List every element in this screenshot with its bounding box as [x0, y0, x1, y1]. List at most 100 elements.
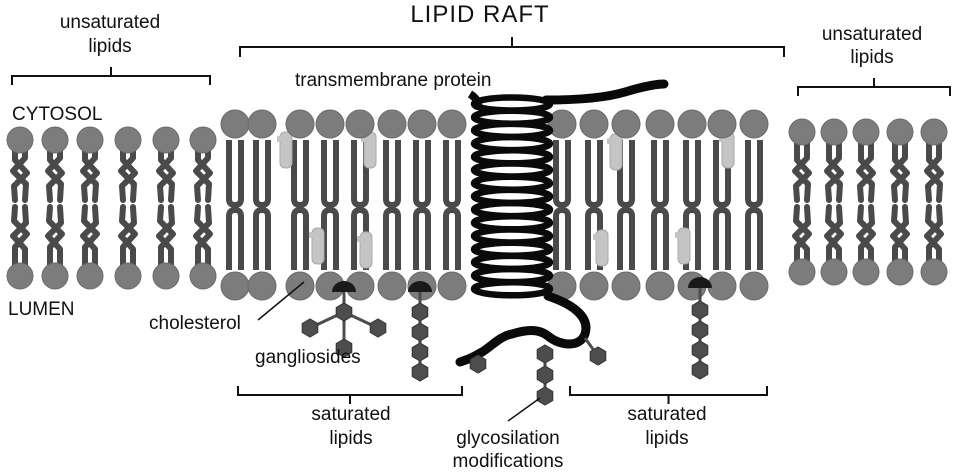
phospholipid-head — [6, 262, 34, 290]
unsaturated-tail — [193, 204, 212, 269]
unsaturated-tail — [81, 138, 100, 203]
protein-luminal-tail — [455, 291, 591, 367]
label-gangliosides: gangliosides — [255, 347, 361, 368]
glycosilation-pointer — [507, 397, 541, 422]
unsaturated-tail — [825, 138, 844, 203]
phospholipid-head — [189, 262, 217, 290]
saturated-tail-upper — [383, 140, 401, 208]
phospholipid-head — [76, 262, 104, 290]
cholesterol — [609, 133, 623, 171]
label-lipids-left: lipids — [88, 36, 132, 57]
saturated-tail-lower — [713, 207, 731, 270]
unsaturated-tail — [793, 204, 812, 269]
phospholipid-head — [114, 126, 142, 154]
sugar-chains — [301, 277, 712, 406]
sugar-hexagon — [469, 354, 487, 374]
phospholipid-head — [152, 126, 180, 154]
phospholipid-head — [189, 126, 217, 154]
phospholipid-head — [739, 271, 769, 301]
saturated-tail-lower — [745, 207, 763, 270]
saturated-tail-upper — [253, 140, 271, 208]
sugar-hexagon — [589, 346, 607, 366]
phospholipid-head — [247, 109, 277, 139]
saturated-tail-lower — [226, 207, 244, 270]
transmembrane-protein-helix — [455, 79, 669, 367]
phospholipid-head — [377, 109, 407, 139]
unsaturated-tail — [824, 138, 843, 203]
unsaturated-tail — [856, 138, 875, 203]
saturated-tail-upper — [617, 140, 635, 208]
label-cholesterol: cholesterol — [149, 313, 241, 334]
phospholipid-head — [820, 258, 848, 286]
unsaturated-tail — [825, 204, 844, 269]
saturated-tail-upper — [683, 140, 701, 208]
phospholipid-head — [645, 109, 675, 139]
label-lipids-saturated-right: lipids — [645, 428, 689, 449]
phospholipid-heads — [6, 109, 948, 301]
label-modifications: modifications — [452, 451, 564, 472]
phospholipid-head — [677, 109, 707, 139]
diagram-title: LIPID RAFT — [410, 1, 550, 28]
sugar-hexagon — [411, 362, 429, 382]
ganglioside-anchor — [688, 277, 712, 288]
sugar-hexagon — [301, 318, 319, 338]
phospholipid-head — [437, 109, 467, 139]
cholesterol-head — [593, 234, 597, 240]
bracket-bottom — [569, 386, 768, 404]
unsaturated-tail — [157, 204, 176, 269]
cholesterol — [311, 227, 325, 265]
saturated-tail-lower — [651, 207, 669, 270]
saturated-tail-lower — [253, 207, 271, 270]
saturated-tail-lower — [683, 207, 701, 270]
phospholipid-head — [41, 126, 69, 154]
saturated-tail-upper — [585, 140, 603, 208]
cholesterol-head — [675, 232, 679, 238]
unsaturated-tail — [46, 204, 65, 269]
phospholipid-head — [852, 258, 880, 286]
phospholipid-head — [377, 271, 407, 301]
unsaturated-tail — [11, 138, 30, 203]
cholesterol-molecules — [277, 131, 735, 269]
sugar-hexagon — [536, 365, 554, 385]
phospholipid-head — [547, 109, 577, 139]
unsaturated-tail — [80, 204, 99, 269]
phospholipid-head — [407, 109, 437, 139]
unsaturated-tail — [156, 204, 175, 269]
phospholipid-head — [886, 118, 914, 146]
phospholipid-head — [6, 126, 34, 154]
sugar-hexagon — [536, 344, 554, 364]
bracket-bottom — [237, 386, 463, 404]
phospholipid-head — [611, 271, 641, 301]
phospholipid-head — [788, 118, 816, 146]
sugar-hexagon — [691, 360, 709, 380]
sugar-hexagon — [691, 320, 709, 340]
unsaturated-tail — [793, 138, 812, 203]
phospholipid-head — [285, 109, 315, 139]
label-cytosol: CYTOSOL — [12, 104, 103, 125]
saturated-tail-upper — [351, 140, 369, 208]
sugar-hexagon — [411, 342, 429, 362]
unsaturated-tail — [792, 138, 811, 203]
unsaturated-tail — [891, 204, 910, 269]
cholesterol-head — [277, 136, 281, 142]
unsaturated-tail — [194, 138, 213, 203]
label-unsaturated-right: unsaturated — [821, 24, 923, 45]
saturated-tail-upper — [321, 140, 339, 208]
label-transmembrane-protein: transmembrane protein — [295, 70, 492, 91]
sugar-hexagon — [411, 322, 429, 342]
phospholipid-head — [41, 262, 69, 290]
unsaturated-tail — [890, 204, 909, 269]
saturated-tail-lower — [617, 207, 635, 270]
label-lipids-saturated-left: lipids — [329, 428, 373, 449]
sugar-hexagon — [691, 340, 709, 360]
phospholipid-head — [579, 271, 609, 301]
label-unsaturated-left: unsaturated — [59, 12, 161, 33]
sugar-hexagon — [335, 338, 353, 358]
label-glycosilation: glycosilation — [456, 428, 560, 449]
phospholipid-head — [437, 271, 467, 301]
cholesterol-head — [607, 138, 611, 144]
saturated-tail-upper — [413, 140, 431, 208]
bracket-top — [11, 67, 211, 85]
unsaturated-tail — [119, 204, 138, 269]
